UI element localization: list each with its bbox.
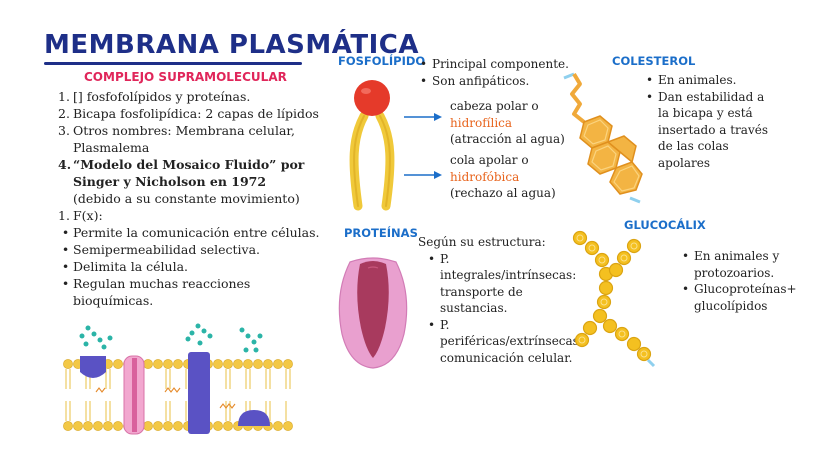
proteinas-description: Según su estructura: P. integrales/intrí… <box>418 234 588 366</box>
phospholipid-icon <box>349 80 395 211</box>
list-item: 4.“Modelo del Mosaico Fluido” por Singer… <box>58 157 305 189</box>
heading-colesterol: COLESTEROL <box>612 54 696 68</box>
colesterol-bullets: En animales. Dan estabilidad a la bicapa… <box>644 72 774 171</box>
heading-glucocalix: GLUCOCÁLIX <box>624 218 706 232</box>
list-item: 1.[] fosfofolípidos y proteínas. <box>58 89 251 104</box>
glycocalyx-icon <box>572 230 656 368</box>
list-item: •Semipermeabilidad selectiva. <box>61 242 261 257</box>
heading-proteinas: PROTEÍNAS <box>344 226 418 240</box>
list-item: 3.Otros nombres: Membrana celular, Plasm… <box>58 123 295 155</box>
main-list: 1.[] fosfofolípidos y proteínas. 2.Bicap… <box>58 88 328 309</box>
list-item: P. periféricas/extrínsecas: comunicación… <box>426 317 588 367</box>
page-subtitle: COMPLEJO SUPRAMOLECULAR <box>84 70 287 84</box>
list-item: En animales. <box>644 72 774 89</box>
list-item: Principal componente. <box>418 56 578 73</box>
list-item: Dan estabilidad a la bicapa y está inser… <box>644 89 774 172</box>
list-item: En animales y protozoarios. <box>680 248 800 281</box>
protein-icon <box>338 257 408 369</box>
heading-fosfolipido: FOSFOLÍPIDO <box>338 54 426 68</box>
proteinas-intro: Según su estructura: <box>418 235 546 249</box>
cholesterol-icon <box>563 72 643 204</box>
list-item: Glucoproteínas+ glucolípidos <box>680 281 800 314</box>
list-item: (debido a su constante movimiento) <box>73 191 300 206</box>
list-item: 2.Bicapa fosfolipídica: 2 capas de lípid… <box>58 106 319 121</box>
list-item: •Permite la comunicación entre células. <box>61 225 320 240</box>
glucocalix-bullets: En animales y protozoarios. Glucoproteín… <box>680 248 800 314</box>
list-item: Son anfipáticos. <box>418 73 578 90</box>
arrow-right-icon <box>404 113 442 121</box>
list-item: 1.F(x): <box>58 208 103 223</box>
arrow-right-icon <box>404 171 442 179</box>
title-underline <box>44 62 302 65</box>
head-description: cabeza polar o hidrofílica (atracción al… <box>450 99 565 146</box>
list-item: P. integrales/intrínsecas: transporte de… <box>426 251 588 317</box>
membrane-illustration <box>63 323 293 435</box>
proteinas-bullets: P. integrales/intrínsecas: transporte de… <box>418 251 588 367</box>
tail-description: cola apolar o hidrofóbica (rechazo al ag… <box>450 153 556 200</box>
list-item: •Regulan muchas reacciones bioquímicas. <box>61 276 251 308</box>
list-item: •Delimita la célula. <box>61 259 189 274</box>
page-title: MEMBRANA PLASMÁTICA <box>44 30 419 60</box>
fosfolipido-bullets: Principal componente. Son anfipáticos. <box>418 56 578 89</box>
